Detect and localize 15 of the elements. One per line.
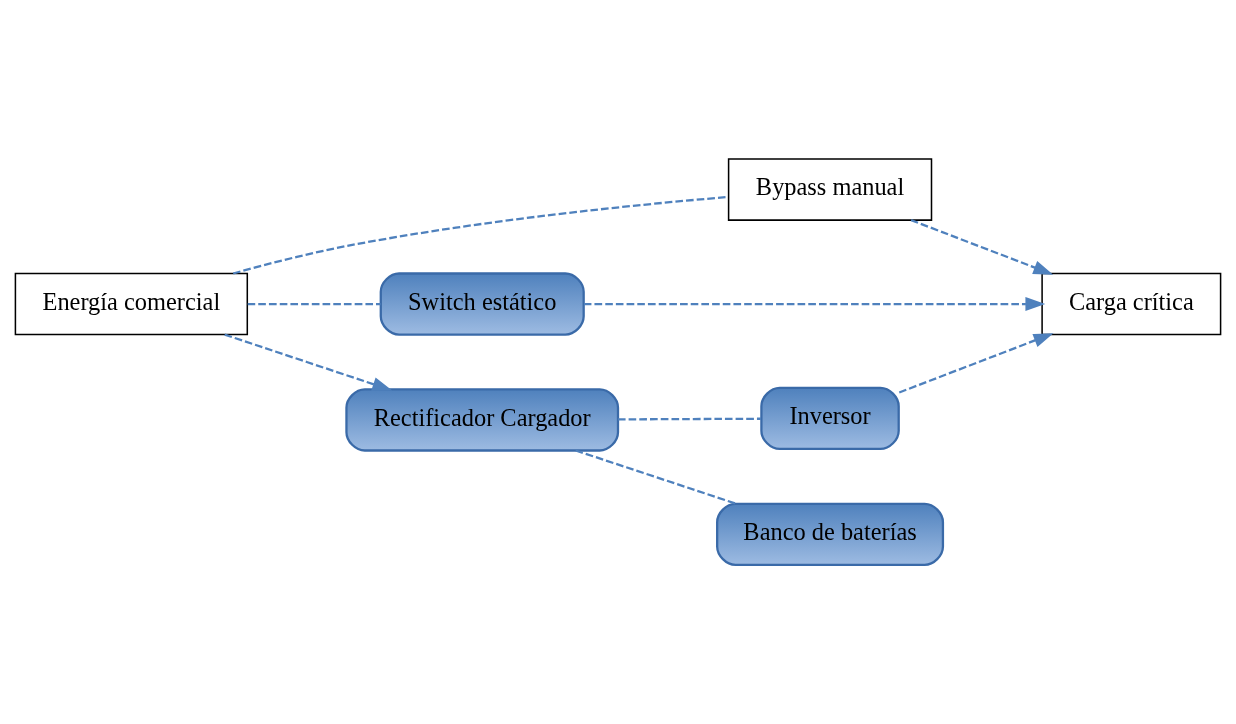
- node-box: Switch estático: [379, 272, 585, 336]
- node-box: Bypass manual: [727, 158, 933, 221]
- connector: [247, 302, 381, 306]
- arrow: [224, 333, 393, 391]
- node-box: Banco de baterías: [716, 502, 945, 567]
- arrow: [898, 333, 1054, 394]
- connector: [575, 449, 737, 505]
- node-box: Inversor: [760, 386, 900, 451]
- connector: [618, 417, 761, 421]
- node-box: Carga crítica: [1041, 272, 1222, 336]
- arrow: [910, 219, 1054, 275]
- node-box: Energía comercial: [14, 272, 249, 336]
- arrow: [584, 297, 1046, 311]
- connector: [232, 195, 729, 275]
- node-box: Rectificador Cargador: [345, 388, 620, 452]
